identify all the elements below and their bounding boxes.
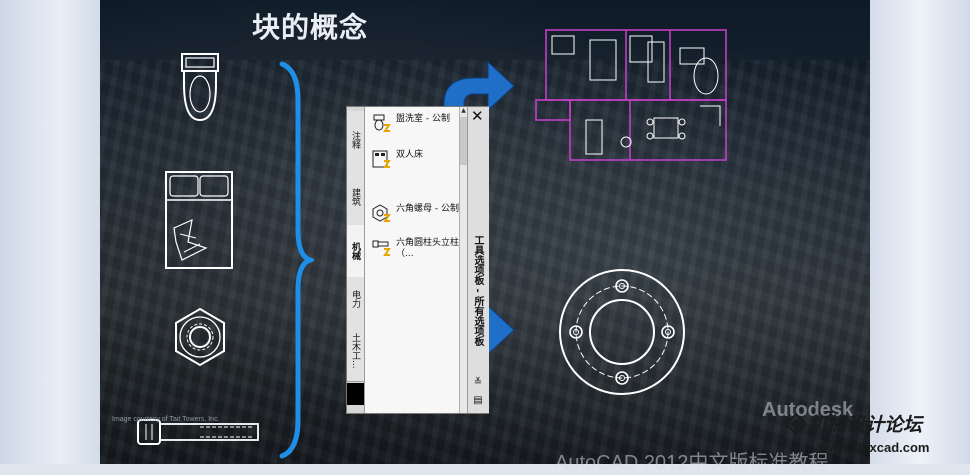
slide-title: 块的概念	[252, 11, 369, 44]
tab-mechanical[interactable]: 机械	[347, 225, 364, 278]
tab-civil[interactable]: 土木工...	[347, 321, 364, 382]
palette-content: 盥洗室 - 公制 双人床 六角螺母 - 公制 六角圆柱头立	[365, 107, 460, 413]
properties-menu-icon[interactable]: ▤	[473, 395, 483, 406]
scroll-up-icon[interactable]: ▲	[461, 107, 466, 114]
tab-electrical[interactable]: 电力	[347, 277, 364, 322]
tool-item-label: 盥洗室 - 公制	[396, 114, 450, 124]
slide-footer: AutoCAD 2012中文版标准教程	[555, 452, 829, 474]
toilet-block-icon	[373, 114, 391, 132]
hex-nut-symbol-icon	[175, 307, 225, 367]
image-credit: Image courtesy of Tait Towers, Inc.	[112, 416, 220, 423]
double-bed-symbol-icon	[165, 171, 233, 269]
hex-nut-block-icon	[372, 204, 391, 222]
toilet-symbol-icon	[181, 53, 219, 122]
forum-watermark-name: 机械设计论坛	[808, 414, 923, 436]
tab-annotation[interactable]: 注释	[347, 111, 364, 170]
bolt-symbol-icon	[137, 419, 259, 445]
palette-tab-strip: 注释 建筑 机械 电力 土木工...	[347, 107, 365, 413]
forum-watermark-url: www.zgjxcad.com	[818, 440, 930, 455]
grouping-brace-icon	[279, 61, 314, 459]
close-icon[interactable]: ✕	[471, 107, 484, 125]
palette-title: 工具选项板 - 所有选项板	[472, 235, 483, 347]
tool-item-toilet[interactable]: 盥洗室 - 公制	[371, 113, 463, 135]
bed-block-icon	[372, 150, 391, 168]
tool-item-label: 六角螺母 - 公制	[396, 204, 459, 214]
tab-architectural[interactable]: 建筑	[347, 169, 364, 226]
tool-item-label: 双人床	[396, 150, 424, 160]
tool-item-label: 六角圆柱头立柱（...	[396, 238, 460, 259]
forum-logo-icon	[784, 412, 808, 436]
tool-item-hex-nut[interactable]: 六角螺母 - 公制	[371, 203, 463, 225]
palette-scrollbar[interactable]: ▲	[459, 107, 467, 413]
tool-item-bed[interactable]: 双人床	[371, 149, 463, 171]
socket-bolt-block-icon	[372, 240, 391, 256]
scrollbar-thumb[interactable]	[460, 117, 467, 165]
palette-titlebar[interactable]: ✕ 工具选项板 - 所有选项板 ≚ ▤	[467, 107, 489, 413]
tab-strip-filler	[347, 383, 364, 405]
auto-hide-icon[interactable]: ≚	[473, 377, 483, 388]
slide-left-margin	[0, 0, 100, 464]
floor-plan-drawing	[535, 29, 727, 161]
autodesk-brand: Autodesk	[762, 399, 854, 421]
tool-palette-window[interactable]: 注释 建筑 机械 电力 土木工... 盥洗室 - 公制 双人床	[346, 106, 489, 414]
tool-item-socket-bolt[interactable]: 六角圆柱头立柱（...	[371, 237, 463, 260]
flange-drawing	[559, 269, 685, 395]
slide-right-margin	[870, 0, 970, 464]
